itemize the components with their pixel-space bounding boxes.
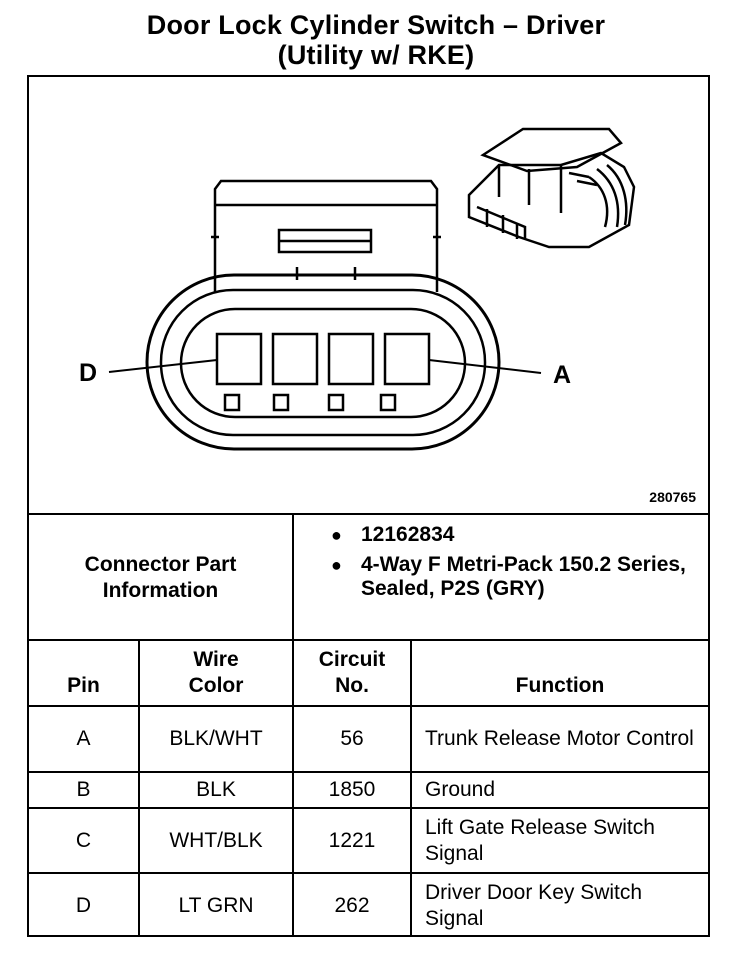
list-item: ● 12162834 [311, 523, 701, 547]
connector-face-drawing [108, 127, 636, 451]
connector-diagram: D A 280765 [29, 77, 708, 513]
part-number: 12162834 [361, 523, 455, 546]
page-title: Door Lock Cylinder Switch – Driver [146, 10, 606, 40]
connector-oval-seal [159, 288, 487, 437]
cavity-b [327, 332, 375, 386]
bullet-icon: ● [331, 525, 342, 545]
table-cell-pin: A [76, 727, 91, 750]
table-cell-function: Trunk Release Motor Control [425, 727, 694, 750]
table-cell-circuit: 56 [340, 727, 364, 750]
cavity-d [215, 332, 263, 386]
pin-label-d: D [79, 359, 98, 387]
table-cell-color: WHT/BLK [169, 828, 263, 852]
figure-id: 280765 [649, 489, 696, 505]
pin-label-a: A [553, 361, 572, 389]
bullet-icon: ● [331, 555, 342, 575]
divider [29, 513, 708, 515]
divider [292, 639, 294, 937]
leader-line-a [428, 359, 542, 374]
divider [29, 705, 708, 707]
column-header-pin: Pin [67, 674, 100, 697]
column-header-circuit: Circuit No. [294, 641, 410, 705]
column-header-text: Wire Color [188, 648, 244, 697]
leader-line-d [108, 359, 218, 373]
divider [29, 807, 708, 809]
divider [138, 639, 140, 937]
table-cell-color: BLK/WHT [169, 727, 263, 750]
divider [292, 513, 294, 639]
column-header-wire-color: Wire Color [140, 641, 292, 705]
list-item: ● 4-Way F Metri-Pack 150.2 Series, Seale… [311, 553, 701, 601]
table-cell-function: Lift Gate Release Switch Signal [425, 815, 655, 865]
connector-oval-outer [145, 273, 501, 451]
table-cell-circuit: 1850 [328, 778, 376, 801]
column-header-text: Circuit No. [318, 648, 386, 697]
table-cell-circuit: 1221 [328, 828, 376, 852]
table-cell-circuit: 262 [334, 893, 370, 917]
table-cell-pin: C [75, 828, 92, 852]
table-cell-pin: B [76, 778, 91, 801]
connector-info-label: Connector Part Information [29, 517, 292, 639]
column-header-function: Function [515, 674, 605, 697]
page-subtitle: (Utility w/ RKE) [277, 40, 475, 70]
table-cell-color: LT GRN [178, 893, 254, 917]
connector-sheet: D A 280765 Connector Part Information ● … [27, 75, 710, 937]
connector-info-text: Connector Part Information [84, 553, 237, 602]
table-cell-function: Driver Door Key Switch Signal [425, 880, 643, 930]
table-cell-function: Ground [425, 778, 496, 801]
table-cell-pin: D [75, 893, 92, 917]
connector-oval-inner [179, 307, 467, 419]
connector-info-bullets: ● 12162834 ● 4-Way F Metri-Pack 150.2 Se… [311, 517, 701, 601]
divider [29, 771, 708, 773]
divider [410, 639, 412, 937]
connector-description: 4-Way F Metri-Pack 150.2 Series, Sealed,… [361, 553, 686, 600]
divider [29, 639, 708, 641]
divider [29, 872, 708, 874]
cavity-c [271, 332, 319, 386]
table-cell-color: BLK [196, 778, 236, 801]
connector-perspective-icon [467, 127, 636, 249]
cavity-a [383, 332, 431, 386]
